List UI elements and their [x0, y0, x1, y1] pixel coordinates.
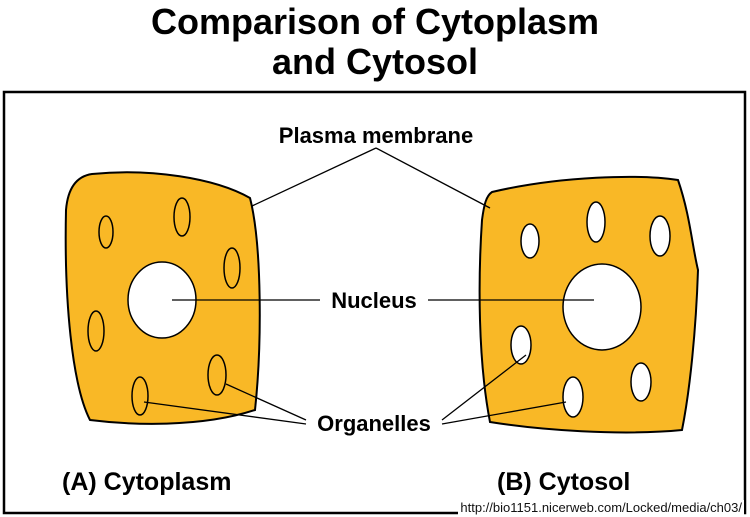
cell-b-organelle: [520, 223, 540, 259]
cell-a-organelle: [223, 247, 241, 289]
cell-a-organelle: [173, 197, 191, 237]
cell-a-organelle: [207, 354, 227, 396]
cell-b-organelle: [630, 362, 652, 402]
leader-lines: [143, 147, 594, 425]
title-line-1: Comparison of Cytoplasm: [150, 1, 600, 42]
cell-b-organelle: [510, 325, 532, 365]
leader-organelle-a2: [143, 401, 307, 425]
diagram-frame: [2, 90, 747, 515]
leader-organelle-b2: [441, 401, 567, 425]
leader-organelle-a1: [225, 383, 307, 421]
cell-b-organelle: [562, 376, 584, 418]
leader-membrane-a: [251, 147, 377, 207]
cell-b-organelle: [586, 201, 606, 243]
cell-a-organelle: [87, 310, 105, 352]
label-organelles: Organelles: [317, 411, 431, 436]
cell-b-nucleus: [562, 263, 642, 351]
label-nucleus: Nucleus: [331, 288, 417, 313]
cell-a-organelle: [131, 376, 149, 416]
title-line-2: and Cytosol: [271, 41, 478, 82]
panel-label-a: (A) Cytoplasm: [62, 468, 231, 496]
cell-b-organelle: [649, 215, 671, 257]
cell-b-cytosol: [478, 175, 700, 434]
cell-a-cytoplasm: [64, 171, 261, 425]
leader-organelle-b1: [441, 354, 527, 421]
panel-label-b: (B) Cytosol: [497, 468, 630, 496]
source-url: http://bio1151.nicerweb.com/Locked/media…: [458, 500, 744, 515]
label-plasma-membrane: Plasma membrane: [279, 123, 473, 148]
leader-membrane-b: [375, 147, 491, 209]
cell-a-organelle: [98, 215, 114, 249]
